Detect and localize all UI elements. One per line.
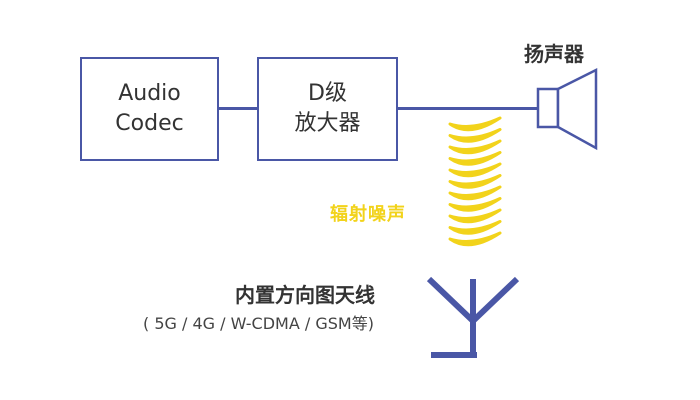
- noise-wave-arc: [448, 162, 502, 178]
- audio-codec-line2: Codec: [115, 111, 184, 136]
- codec-to-amp-wire: [219, 107, 257, 110]
- speaker-icon: [536, 67, 598, 151]
- noise-wave-arc: [448, 116, 502, 132]
- radiated-noise-label: 辐射噪声: [330, 204, 406, 225]
- noise-wave-arc: [448, 151, 502, 166]
- antenna-bands: ( 5G / 4G / W-CDMA / GSM等): [143, 314, 374, 333]
- noise-wave-arc: [448, 185, 502, 201]
- noise-wave-arc: [448, 220, 502, 235]
- noise-wave-arc: [448, 197, 502, 212]
- amp-to-speaker-wire: [398, 107, 538, 110]
- audio-codec-line1: Audio: [118, 81, 181, 106]
- amplifier-line2: 放大器: [294, 111, 361, 136]
- audio-codec-block: Audio Codec: [80, 57, 219, 161]
- noise-wave-arc: [448, 128, 502, 143]
- noise-wave-arc: [448, 139, 502, 155]
- speaker-label: 扬声器: [524, 42, 584, 66]
- class-d-amplifier-block: D级 放大器: [257, 57, 398, 161]
- noise-wave-arc: [448, 208, 502, 224]
- antenna-title: 内置方向图天线: [235, 283, 375, 307]
- amplifier-line1: D级: [308, 81, 347, 106]
- antenna-icon: [426, 276, 520, 358]
- noise-wave-arc: [448, 231, 502, 247]
- radiated-noise-waves: [448, 116, 502, 247]
- noise-wave-arc: [448, 174, 502, 189]
